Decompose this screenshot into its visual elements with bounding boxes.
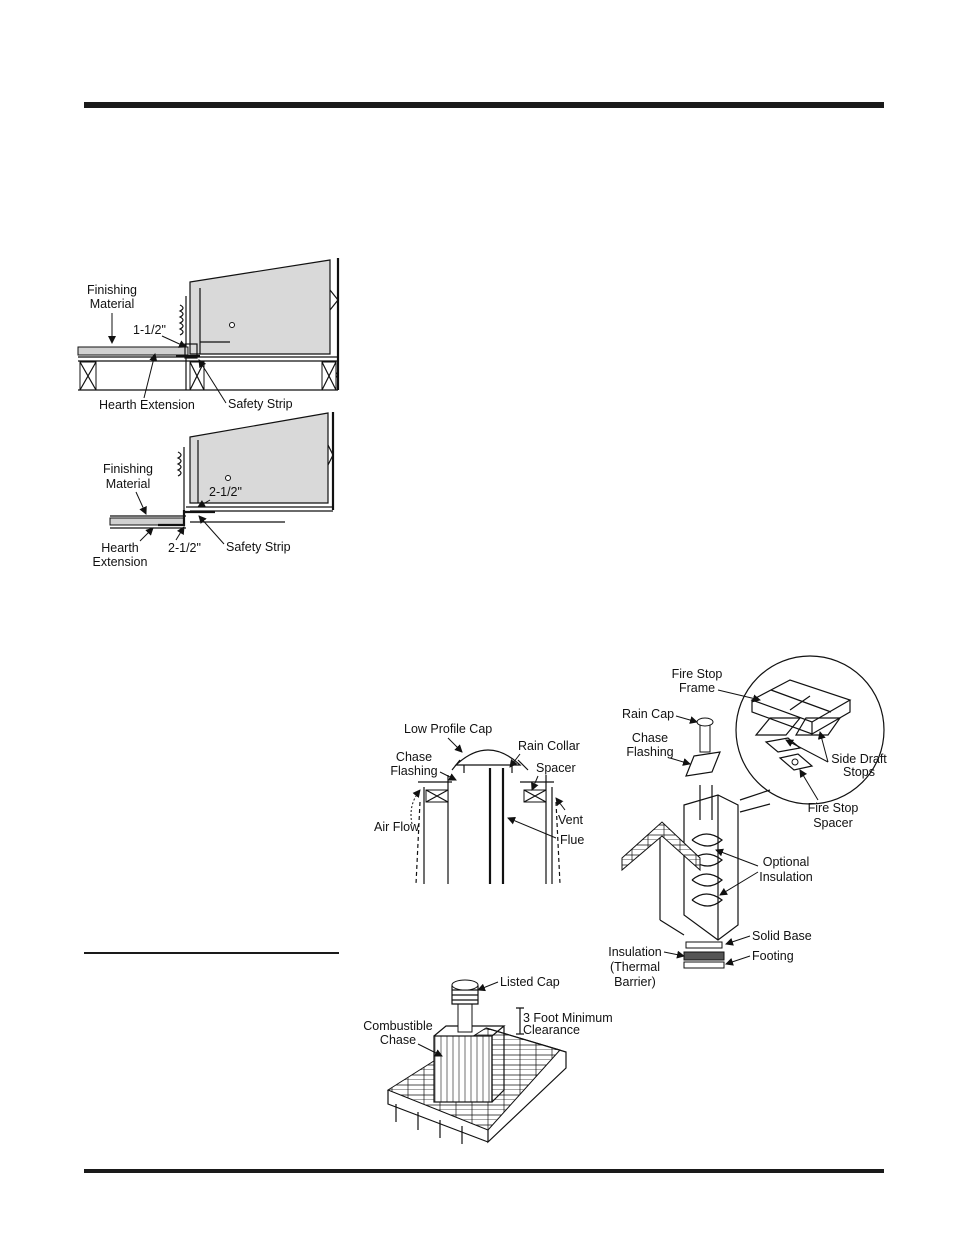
top-rule (84, 102, 884, 108)
label-insulation-thermal-2: (Thermal (610, 960, 660, 974)
label-hearth-extension-2b: Extension (93, 555, 148, 569)
label-finishing-material-1b: Material (90, 297, 134, 311)
label-hearth-extension-2a: Hearth (101, 541, 139, 555)
label-vent: Vent (558, 813, 584, 827)
left-column-rule (84, 952, 339, 954)
label-finishing-material-2b: Material (106, 477, 150, 491)
label-dim-1: 1-1/2" (133, 323, 166, 337)
label-finishing-material-1a: Finishing (87, 283, 137, 297)
hearth-detail-raised: Finishing Material 2-1/2" Hearth Extensi… (93, 412, 335, 569)
label-optional-insulation-2: Insulation (759, 870, 813, 884)
chase-cross-section: Low Profile Cap Rain Collar Chase Flashi… (374, 722, 584, 885)
hearth-detail-flush: Finishing Material 1-1/2" Hearth Extensi… (77, 258, 340, 412)
label-chase-flashing-b1: Chase (632, 731, 668, 745)
chase-exploded-view: Fire Stop Frame Rain Cap Chase Flashing … (608, 655, 887, 989)
label-chase-flashing-a2: Flashing (390, 764, 437, 778)
label-side-draft-stops-2: Stops (843, 765, 875, 779)
label-fire-stop-frame-2: Frame (679, 681, 715, 695)
label-combustible-chase-2: Chase (380, 1033, 416, 1047)
label-hearth-extension-1: Hearth Extension (99, 398, 195, 412)
label-low-profile-cap: Low Profile Cap (404, 722, 492, 736)
label-dim-2a: 2-1/2" (209, 485, 242, 499)
label-safety-strip-1: Safety Strip (228, 397, 293, 411)
label-chase-flashing-a1: Chase (396, 750, 432, 764)
label-air-flow: Air Flow (374, 820, 420, 834)
label-optional-insulation-1: Optional (763, 855, 810, 869)
label-listed-cap: Listed Cap (500, 975, 560, 989)
label-safety-strip-2: Safety Strip (226, 540, 291, 554)
label-combustible-chase-1: Combustible (363, 1019, 433, 1033)
label-fire-stop-spacer-1: Fire Stop (808, 801, 859, 815)
label-side-draft-stops-1: Side Draft (831, 752, 887, 766)
label-clearance-2: Clearance (523, 1023, 580, 1037)
bottom-rule (84, 1169, 884, 1173)
label-spacer: Spacer (536, 761, 576, 775)
label-finishing-material-2a: Finishing (103, 462, 153, 476)
label-footing: Footing (752, 949, 794, 963)
label-dim-2b: 2-1/2" (168, 541, 201, 555)
label-solid-base: Solid Base (752, 929, 812, 943)
label-insulation-thermal-3: Barrier) (614, 975, 656, 989)
label-rain-cap: Rain Cap (622, 707, 674, 721)
label-fire-stop-frame-1: Fire Stop (672, 667, 723, 681)
label-clearance-1: 3 Foot Minimum (523, 1011, 613, 1025)
label-chase-flashing-b2: Flashing (626, 745, 673, 759)
label-rain-collar: Rain Collar (518, 739, 580, 753)
label-fire-stop-spacer-2: Spacer (813, 816, 853, 830)
label-insulation-thermal-1: Insulation (608, 945, 662, 959)
label-flue: Flue (560, 833, 584, 847)
combustible-chase-roof: Listed Cap 3 Foot Minimum Clearance Comb… (363, 975, 613, 1144)
